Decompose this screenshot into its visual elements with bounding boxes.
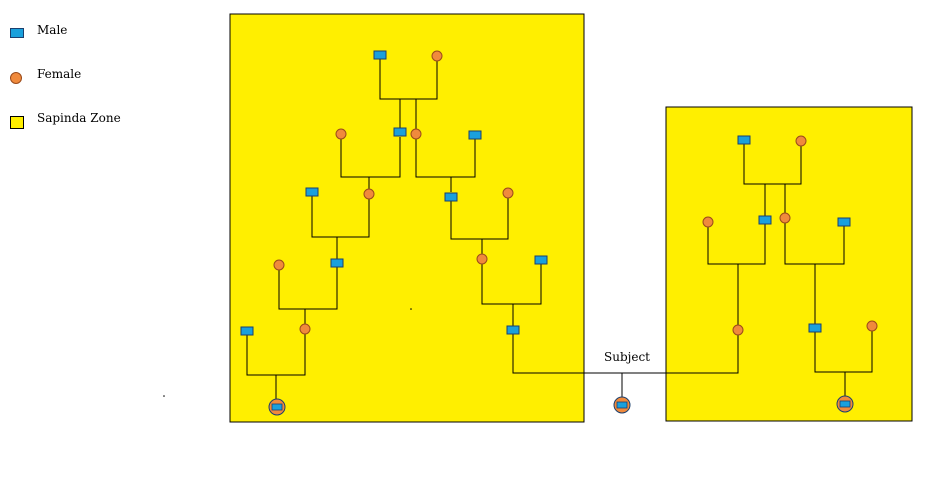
female-node — [702, 216, 714, 228]
female-node — [299, 323, 311, 335]
female-node — [502, 187, 514, 199]
male-node — [808, 323, 822, 333]
female-node — [866, 320, 878, 332]
subject-label: Subject — [604, 350, 650, 364]
female-node — [335, 128, 347, 140]
child-nodes — [268, 395, 854, 416]
male-node — [506, 325, 520, 335]
male-node — [737, 135, 751, 145]
female-icon — [10, 72, 22, 84]
male-icon — [10, 28, 24, 38]
child-node-paternal — [268, 398, 286, 416]
male-node — [534, 255, 548, 265]
male-node — [240, 326, 254, 336]
stray-dot — [163, 395, 165, 397]
female-node — [779, 212, 791, 224]
female-node — [273, 259, 285, 271]
male-node — [393, 127, 407, 137]
male-node — [468, 130, 482, 140]
male-node — [758, 215, 772, 225]
child-node-maternal — [836, 395, 854, 413]
sapinda-zone-icon — [10, 116, 24, 129]
legend-male-label: Male — [37, 23, 68, 37]
subject-node — [613, 396, 631, 414]
female-node — [795, 135, 807, 147]
male-node — [444, 192, 458, 202]
male-node — [330, 258, 344, 268]
female-node — [363, 188, 375, 200]
stray-dot — [410, 308, 412, 310]
legend-female-label: Female — [37, 67, 82, 81]
female-node — [476, 253, 488, 265]
male-node — [837, 217, 851, 227]
male-markers — [240, 50, 851, 336]
legend-zone-label: Sapinda Zone — [37, 111, 121, 125]
female-node — [732, 324, 744, 336]
male-node — [373, 50, 387, 60]
female-node — [410, 128, 422, 140]
male-node — [305, 187, 319, 197]
sapinda-zone-paternal — [229, 13, 585, 423]
female-markers — [273, 50, 878, 336]
connector-lines — [246, 59, 873, 400]
female-node — [431, 50, 443, 62]
legend: Male Female Sapinda Zone — [0, 0, 200, 140]
